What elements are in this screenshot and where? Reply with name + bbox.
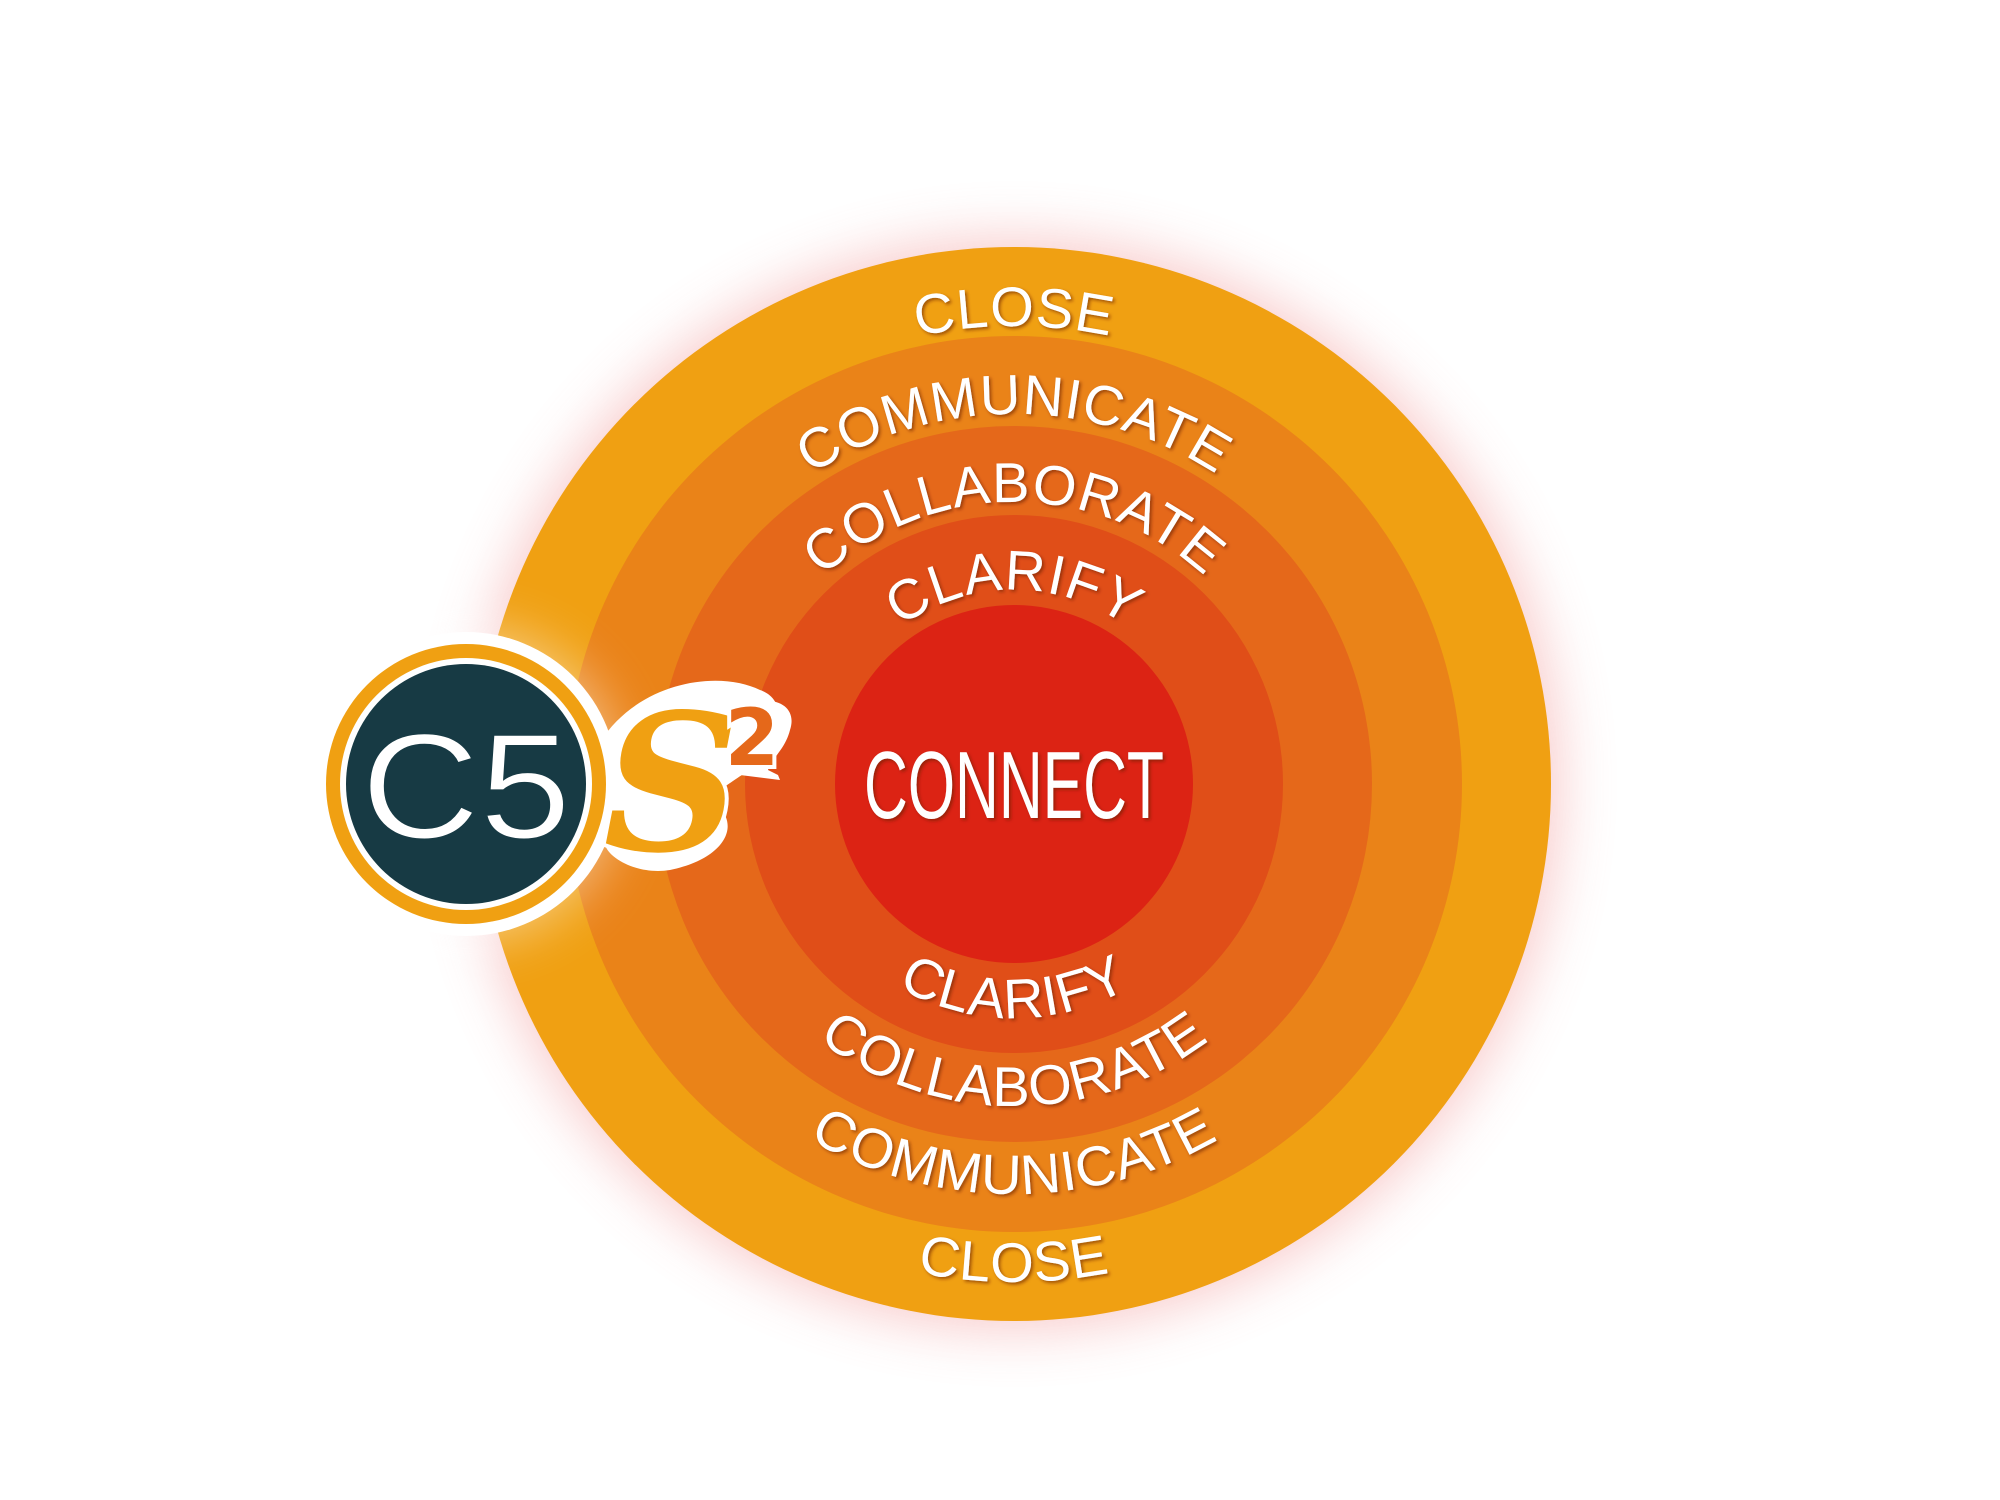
logo: C5 S 2: [312, 630, 792, 938]
ring-label-top-close: CLOSE: [909, 275, 1120, 348]
logo-s: S: [603, 672, 740, 895]
ring-label-bottom-close: CLOSE: [915, 1222, 1112, 1294]
center-label: CONNECT: [864, 732, 1164, 839]
logo-superscript: 2: [725, 694, 779, 784]
logo-c5: C5: [361, 702, 571, 870]
center-circle: [835, 605, 1193, 963]
